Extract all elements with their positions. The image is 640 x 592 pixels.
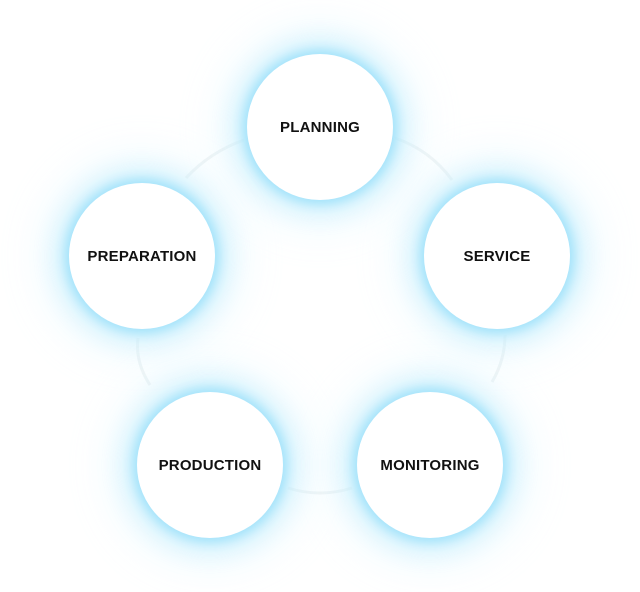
node-preparation[interactable]: PREPARATION xyxy=(69,183,215,329)
node-label-service: SERVICE xyxy=(463,247,531,265)
node-planning[interactable]: PLANNING xyxy=(247,54,393,200)
node-label-preparation: PREPARATION xyxy=(87,247,197,265)
connector-monitoring-production xyxy=(287,486,353,495)
node-label-planning: PLANNING xyxy=(280,118,360,136)
node-service[interactable]: SERVICE xyxy=(424,183,570,329)
node-monitoring[interactable]: MONITORING xyxy=(357,392,503,538)
connector-production-preparation xyxy=(136,337,152,386)
node-label-production: PRODUCTION xyxy=(158,456,262,474)
connector-planning-service xyxy=(394,136,454,181)
connector-service-monitoring xyxy=(490,334,507,383)
connector-preparation-planning xyxy=(184,138,245,180)
node-production[interactable]: PRODUCTION xyxy=(137,392,283,538)
node-label-monitoring: MONITORING xyxy=(380,456,480,474)
